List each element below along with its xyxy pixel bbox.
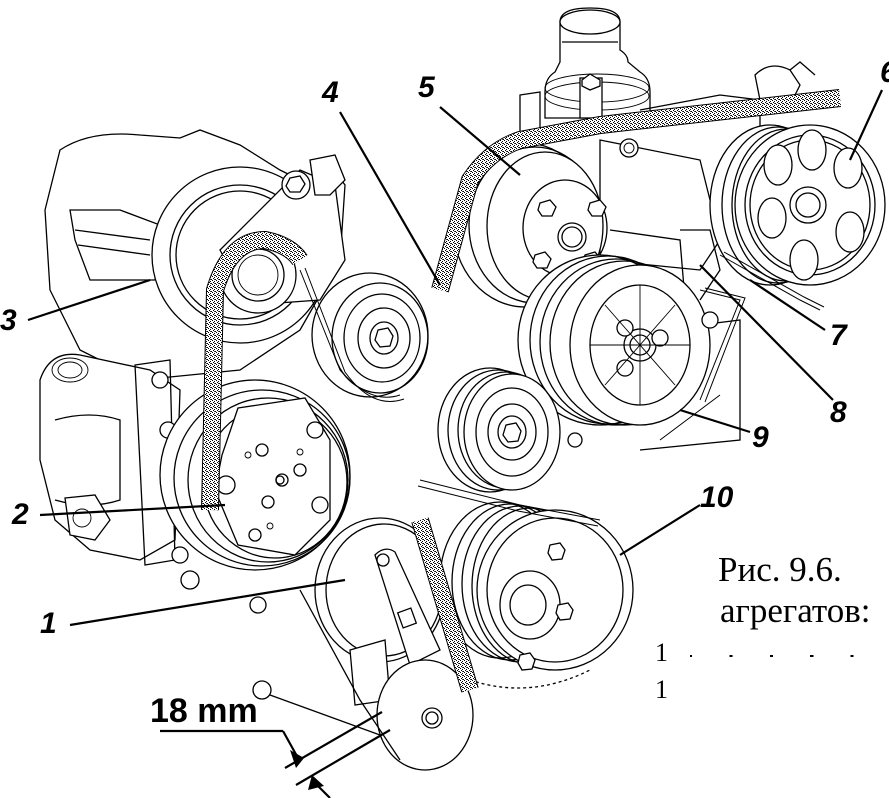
pulley-6	[709, 124, 886, 286]
part-label-4: 4	[321, 76, 339, 109]
leader-line-5	[439, 106, 521, 176]
drive-belt	[201, 89, 842, 693]
part-label-10: 10	[700, 481, 734, 514]
leader-line-1	[69, 578, 346, 627]
part-label-7: 7	[830, 319, 848, 352]
part-label-1: 1	[40, 607, 57, 640]
belt-tensioner	[269, 517, 474, 771]
crankshaft-pulley	[439, 501, 634, 689]
dimension-arrow-top	[290, 750, 304, 768]
dimension-arrow-bottom	[308, 775, 324, 790]
leader-line-4	[339, 111, 441, 286]
leader-line-6	[848, 89, 884, 161]
idler-pulley-upper	[311, 272, 429, 398]
part-label-9: 9	[752, 421, 769, 454]
part-label-3: 3	[0, 304, 17, 337]
dimension-annotation: 18 mm	[150, 692, 391, 798]
figure-caption-item-b: 1	[655, 675, 668, 704]
leader-line-8	[699, 264, 834, 401]
thermostat-housing	[544, 7, 651, 119]
leader-line-3	[27, 278, 151, 322]
alternator	[44, 129, 346, 381]
leader-line-9	[679, 408, 751, 434]
part-labels: 1 2 3 4 5 6 7 8 9 10	[0, 56, 889, 640]
ribbed-belt	[299, 251, 825, 527]
ac-compressor-pulley	[159, 379, 351, 571]
figure-caption-item-a: 1	[655, 638, 668, 667]
figure-caption-title: Рис. 9.6.	[718, 550, 842, 589]
leader-lines	[27, 89, 884, 627]
leader-line-2	[39, 503, 226, 517]
leader-line-10	[619, 504, 701, 556]
part-label-8: 8	[830, 396, 847, 429]
pulley-9	[517, 254, 719, 448]
figure-caption-subtitle: агрегатов:	[720, 591, 871, 630]
part-label-6: 6	[880, 56, 889, 89]
part-label-5: 5	[418, 71, 436, 104]
caption-dash-line	[690, 655, 885, 657]
idler-pulley-lower	[437, 367, 561, 493]
part-label-2: 2	[11, 498, 29, 531]
dimension-label: 18 mm	[150, 692, 258, 730]
leader-line-7	[749, 279, 826, 331]
